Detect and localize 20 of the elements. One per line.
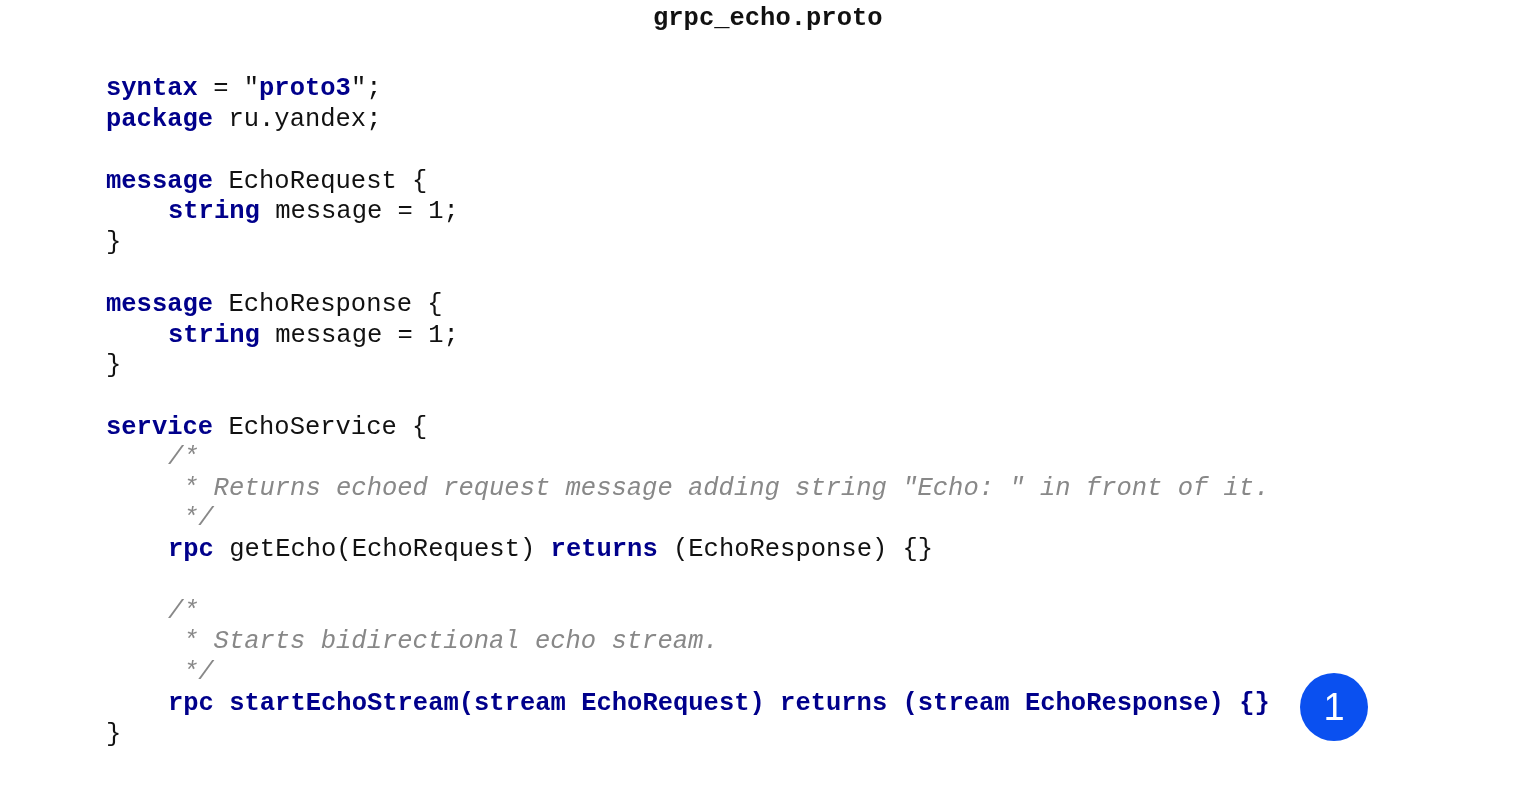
code-comment: */ <box>183 658 214 688</box>
callout-number: 1 <box>1300 673 1368 741</box>
title: grpc_echo.proto <box>653 4 883 34</box>
code-line: service EchoService { <box>106 413 428 443</box>
code-line: package ru.yandex; <box>106 105 382 135</box>
code-comment: * Starts bidirectional echo stream. <box>183 627 719 657</box>
code-line: } <box>106 228 122 258</box>
code-line: rpc getEcho(EchoRequest) returns (EchoResponse) {} <box>168 535 934 565</box>
code-line: string message = 1; <box>168 321 459 351</box>
code-comment: */ <box>183 504 214 534</box>
code-line: rpc startEchoStream(stream EchoRequest) returns (stream EchoResponse) {} <box>168 689 1270 719</box>
code-line: } <box>106 351 122 381</box>
code-line: message EchoRequest { <box>106 167 428 197</box>
code-line: syntax = "proto3"; <box>106 74 382 104</box>
code-line: } <box>106 720 122 750</box>
code-comment: /* <box>168 597 199 627</box>
code-comment: /* <box>168 443 199 473</box>
code-line: string message = 1; <box>168 197 459 227</box>
code-line: message EchoResponse { <box>106 290 443 320</box>
code-comment: * Returns echoed request message adding string "Echo: " in front of it. <box>183 474 1270 504</box>
